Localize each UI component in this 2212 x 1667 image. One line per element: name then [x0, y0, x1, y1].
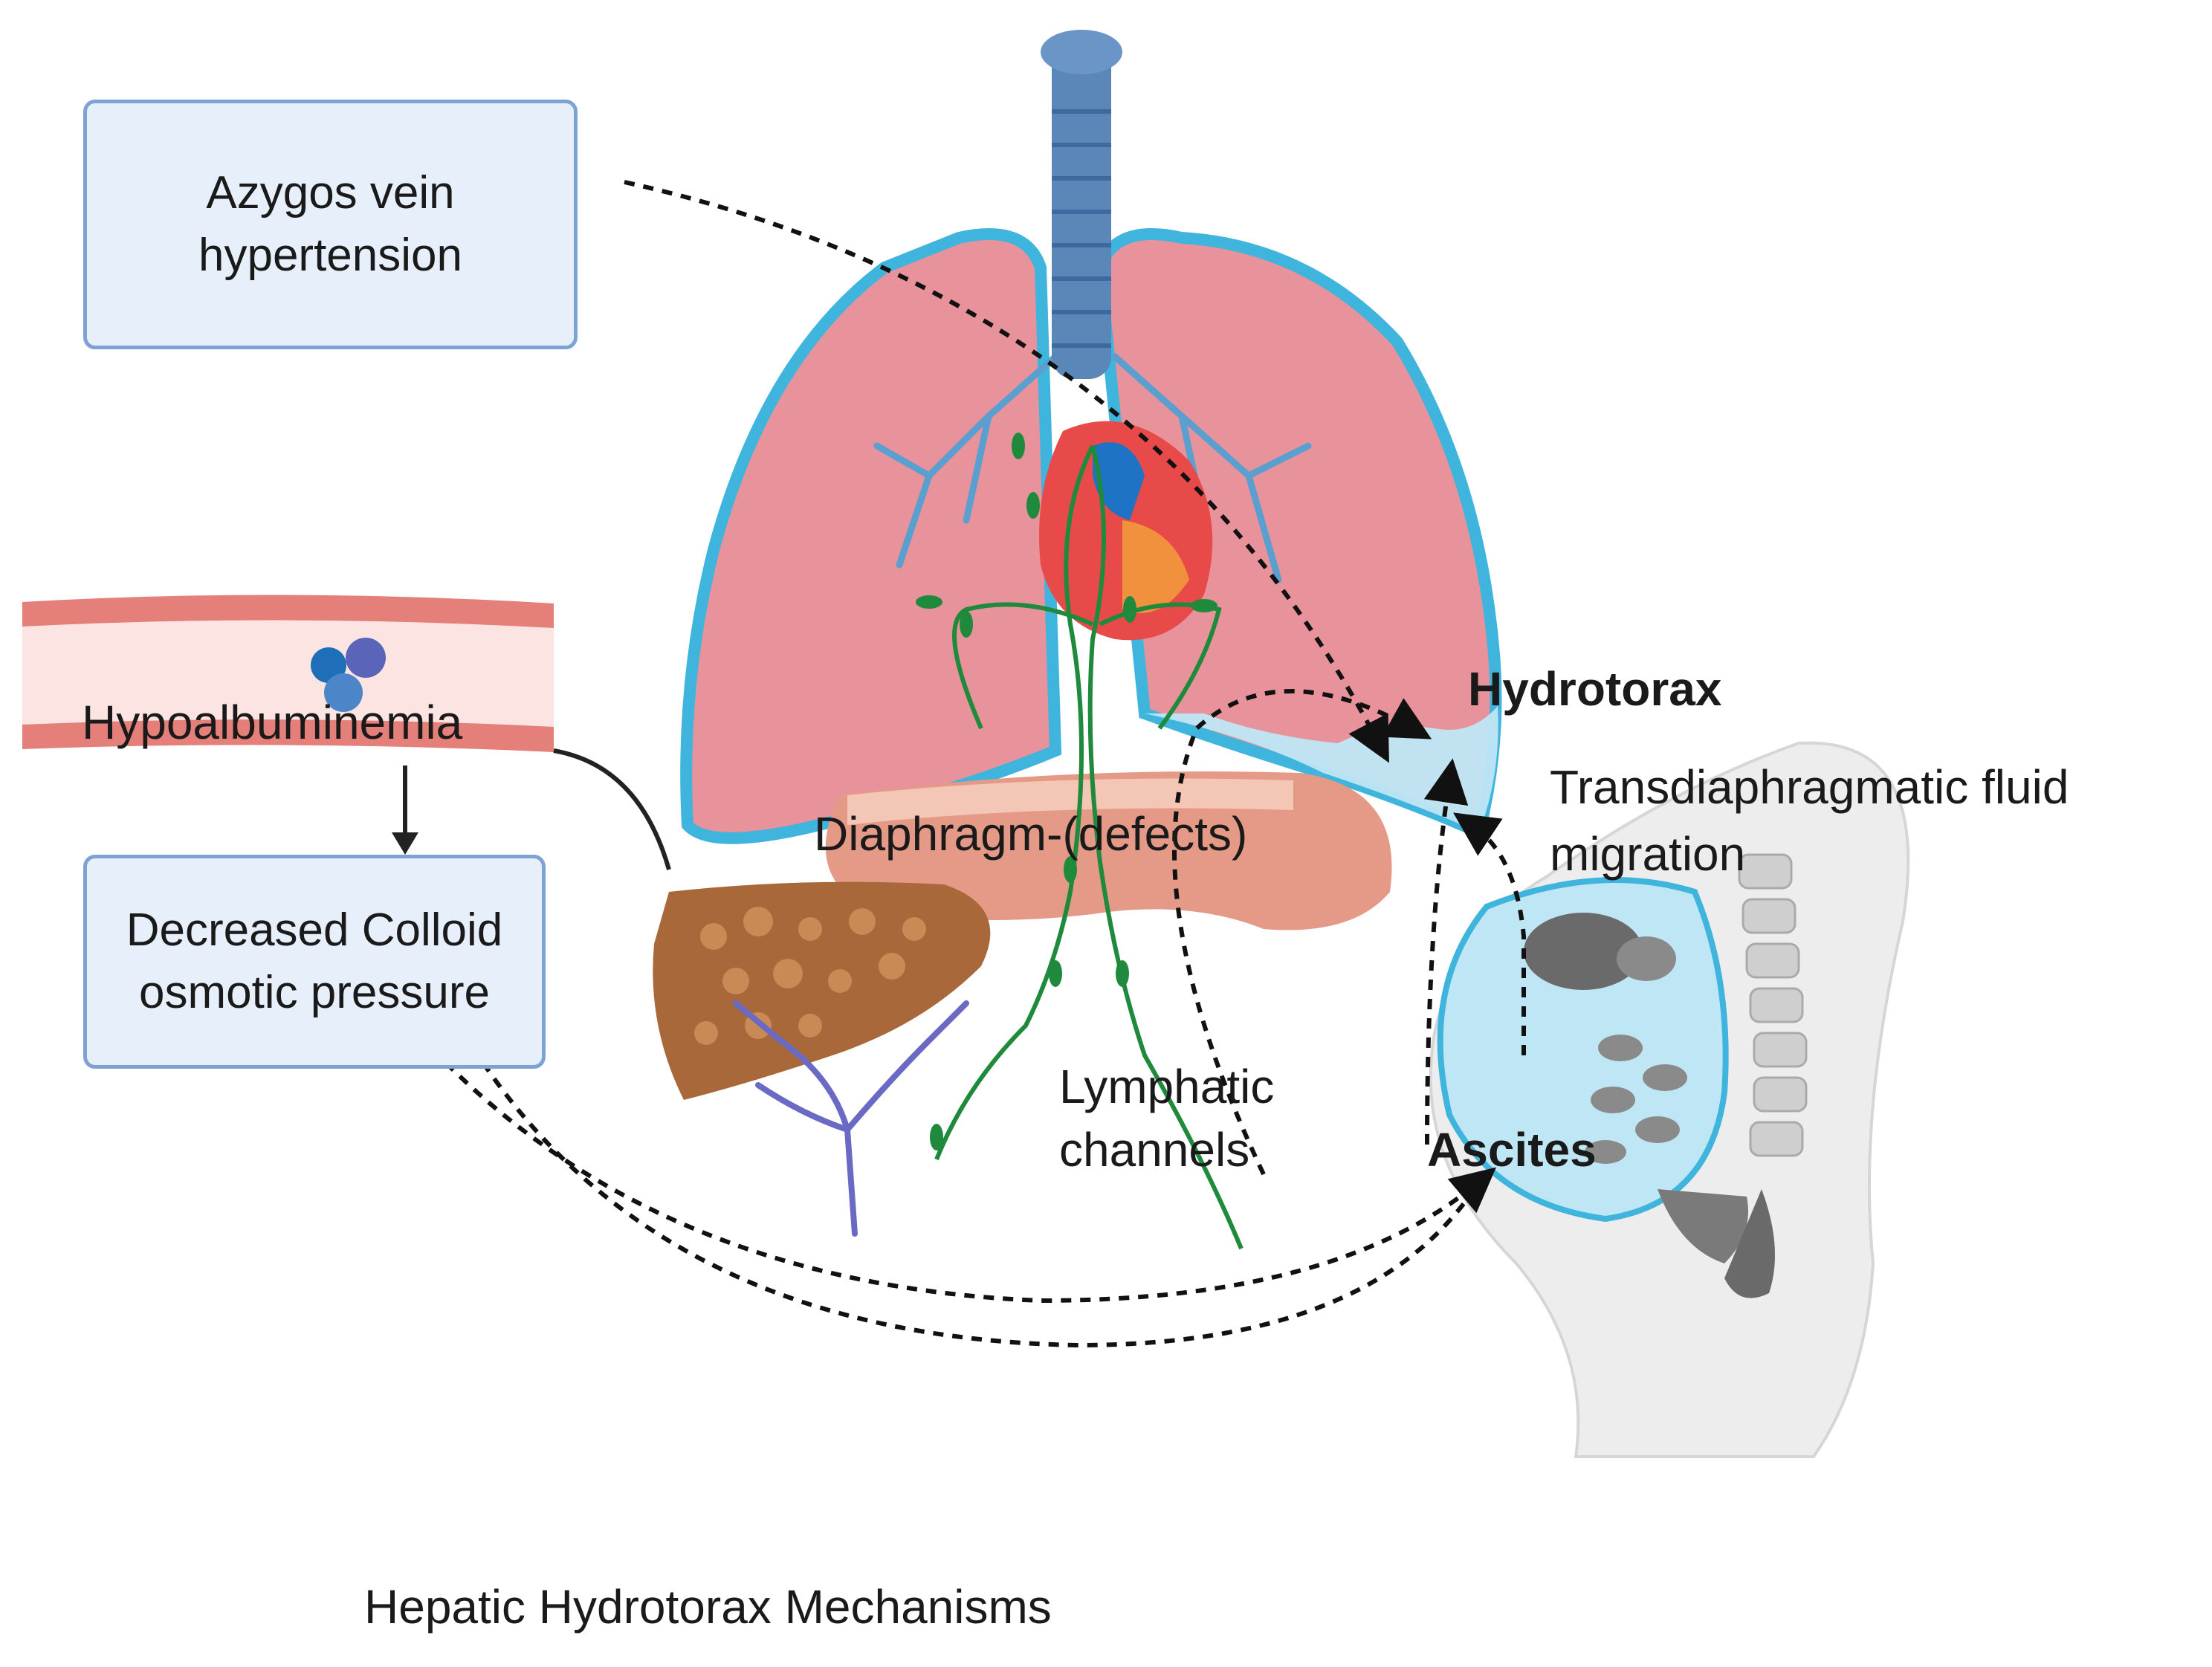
down-arrow: [392, 765, 418, 855]
diaphragm-illustration: [825, 771, 1392, 930]
arrow-colloid-to-ascites-2: [481, 1061, 1481, 1348]
blood-vessel-illustration: [22, 595, 671, 870]
arrow-ascites-to-hydrotorax: [1423, 758, 1469, 1145]
arrow-ascites-migration: [1453, 812, 1526, 1055]
ascites-label: Ascites: [1427, 1123, 1597, 1176]
liver-illustration: [653, 881, 991, 1237]
lymphatic-label-line2: channels: [1059, 1123, 1250, 1176]
transdiaphragmatic-label-line1: Transdiaphragmatic fluid: [1550, 760, 2069, 814]
albumin-molecule-icon: [311, 638, 386, 712]
colloid-pressure-box: Decreased Colloid osmotic pressure: [83, 855, 546, 1069]
lymphatic-label-line1: Lymphatic: [1059, 1060, 1275, 1113]
transdiaphragmatic-label-line2: migration: [1550, 827, 1746, 881]
arrow-colloid-to-ascites-1: [444, 1061, 1496, 1304]
diaphragm-label: Diaphragm-(defects): [814, 807, 1248, 861]
abdomen-illustration: [1429, 741, 1910, 1458]
flow-arrows: [444, 180, 1526, 1348]
hydrotorax-label: Hydrotorax: [1468, 662, 1722, 716]
figure-caption: Hepatic Hydrotorax Mechanisms: [364, 1580, 1052, 1634]
hypoalbuminemia-label: Hypoalbuminemia: [82, 696, 463, 749]
trachea-illustration: [1041, 30, 1122, 379]
lymph-node-icons: [916, 433, 1217, 1150]
colloid-pressure-text: Decreased Colloid osmotic pressure: [126, 904, 503, 1018]
azygos-vein-box: Azygos vein hypertension: [83, 100, 578, 349]
arrow-lymphatic-to-hydrotorax: [1172, 689, 1432, 1176]
azygos-vein-text: Azygos vein hypertension: [198, 167, 463, 281]
lymphatic-channels-illustration: [934, 444, 1244, 1250]
